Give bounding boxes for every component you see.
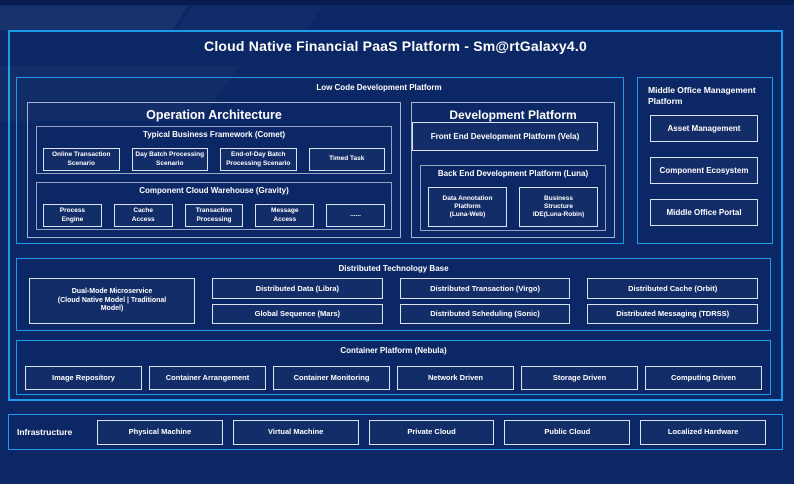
section-label: Low Code Development Platform bbox=[316, 83, 442, 92]
group-typical-business-framework: Typical Business Framework (Comet) Onlin… bbox=[36, 126, 392, 174]
section-label: Distributed Technology Base bbox=[338, 264, 449, 273]
diagonal-decoration bbox=[178, 6, 323, 30]
node-transaction-processing: Transaction Processing bbox=[184, 204, 244, 227]
node-distributed-messaging: Distributed Messaging (TDRSS) bbox=[587, 303, 759, 324]
section-label: Infrastructure bbox=[17, 427, 73, 437]
node-process-engine: Process Engine bbox=[43, 204, 102, 227]
node-timed-task: Timed Task bbox=[308, 148, 385, 171]
typical-business-items: Online Transaction Scenario Day Batch Pr… bbox=[43, 148, 385, 171]
node-message-access: Message Access bbox=[255, 204, 315, 227]
node-data-annotation-platform: Data Annotation Platform (Luna-Web) bbox=[428, 187, 507, 227]
distributed-column-1: Distributed Data (Libra) Global Sequence… bbox=[212, 278, 383, 324]
node-middle-office-portal: Middle Office Portal bbox=[650, 199, 758, 226]
back-end-items: Data Annotation Platform (Luna-Web) Busi… bbox=[428, 187, 598, 227]
group-back-end-development-platform: Back End Development Platform (Luna) Dat… bbox=[420, 165, 606, 231]
node-asset-management: Asset Management bbox=[650, 115, 758, 142]
node-container-arrangement: Container Arrangement bbox=[149, 366, 266, 390]
section-operation-architecture: Operation Architecture Typical Business … bbox=[27, 102, 401, 238]
node-image-repository: Image Repository bbox=[25, 366, 142, 390]
node-end-of-day-batch-processing-scenario: End-of-Day Batch Processing Scenario bbox=[220, 148, 297, 171]
section-low-code-development-platform: Low Code Development Platform Operation … bbox=[16, 77, 624, 244]
node-storage-driven: Storage Driven bbox=[521, 366, 638, 390]
group-label: Back End Development Platform (Luna) bbox=[437, 169, 589, 178]
node-network-driven: Network Driven bbox=[397, 366, 514, 390]
section-middle-office-management-platform: Middle Office Management Platform Asset … bbox=[637, 77, 773, 244]
node-distributed-transaction: Distributed Transaction (Virgo) bbox=[399, 278, 571, 299]
diagram-title: Cloud Native Financial PaaS Platform - S… bbox=[204, 38, 587, 54]
node-virtual-machine: Virtual Machine bbox=[232, 419, 359, 445]
node-distributed-data: Distributed Data (Libra) bbox=[212, 278, 383, 299]
diagonal-decoration bbox=[0, 6, 188, 30]
node-computing-driven: Computing Driven bbox=[645, 366, 762, 390]
top-stripe-decoration bbox=[0, 0, 794, 5]
section-label: Middle Office Management Platform bbox=[648, 85, 756, 107]
main-frame: Cloud Native Financial PaaS Platform - S… bbox=[8, 30, 783, 401]
node-physical-machine: Physical Machine bbox=[97, 419, 223, 445]
section-infrastructure: Infrastructure Physical Machine Virtual … bbox=[8, 414, 783, 450]
node-ellipsis: ...... bbox=[326, 204, 385, 227]
node-public-cloud: Public Cloud bbox=[504, 419, 631, 445]
distributed-column-3: Distributed Cache (Orbit) Distributed Me… bbox=[587, 278, 759, 324]
component-warehouse-items: Process Engine Cache Access Transaction … bbox=[43, 204, 385, 227]
node-localized-hardware: Localized Hardware bbox=[640, 419, 766, 445]
node-cache-access: Cache Access bbox=[113, 204, 173, 227]
node-dual-mode-microservice: Dual-Mode Microservice (Cloud Native Mod… bbox=[29, 278, 195, 324]
distributed-column-2: Distributed Transaction (Virgo) Distribu… bbox=[399, 278, 571, 324]
development-platform-title: Development Platform bbox=[449, 108, 577, 122]
node-online-transaction-scenario: Online Transaction Scenario bbox=[43, 148, 120, 171]
section-development-platform: Development Platform Front End Developme… bbox=[411, 102, 615, 238]
section-distributed-technology-base: Distributed Technology Base Dual-Mode Mi… bbox=[16, 258, 771, 331]
group-component-cloud-warehouse: Component Cloud Warehouse (Gravity) Proc… bbox=[36, 182, 392, 230]
node-distributed-scheduling: Distributed Scheduling (Sonic) bbox=[399, 303, 571, 324]
node-container-monitoring: Container Monitoring bbox=[273, 366, 390, 390]
group-label: Typical Business Framework (Comet) bbox=[142, 130, 286, 139]
section-container-platform: Container Platform (Nebula) Image Reposi… bbox=[16, 340, 771, 395]
section-label: Container Platform (Nebula) bbox=[340, 346, 447, 355]
operation-architecture-title: Operation Architecture bbox=[146, 108, 282, 122]
distributed-items: Dual-Mode Microservice (Cloud Native Mod… bbox=[29, 278, 759, 324]
node-global-sequence: Global Sequence (Mars) bbox=[212, 303, 383, 324]
node-business-structure-ide: Business Structure IDE(Luna-Robin) bbox=[519, 187, 598, 227]
node-day-batch-processing-scenario: Day Batch Processing Scenario bbox=[131, 148, 208, 171]
group-label: Component Cloud Warehouse (Gravity) bbox=[139, 186, 289, 195]
node-front-end-development-platform: Front End Development Platform (Vela) bbox=[412, 122, 598, 151]
node-component-ecosystem: Component Ecosystem bbox=[650, 157, 758, 184]
node-private-cloud: Private Cloud bbox=[368, 419, 495, 445]
container-platform-items: Image Repository Container Arrangement C… bbox=[25, 366, 762, 390]
node-distributed-cache: Distributed Cache (Orbit) bbox=[587, 278, 759, 299]
